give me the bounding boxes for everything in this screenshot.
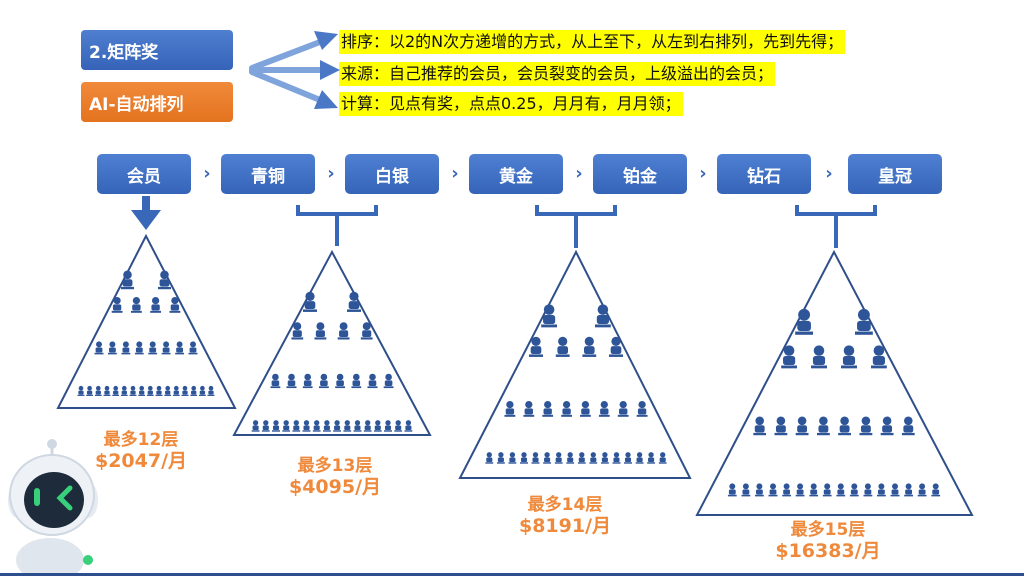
chevron-right-icon: › [451, 163, 459, 184]
arrow-icon [131, 196, 161, 230]
mode-label: AI-自动排列 [89, 94, 184, 115]
chevron-right-icon: › [327, 163, 335, 184]
rule-calculation: 计算：见点有奖，点点0.25，月月有，月月领； [339, 92, 683, 116]
section-title: 2.矩阵奖 [89, 42, 159, 63]
level-silver[interactable]: 白银 [345, 154, 439, 194]
section-title-badge: 2.矩阵奖 [81, 30, 233, 70]
mode-badge: AI-自动排列 [81, 82, 233, 122]
chevron-right-icon: › [699, 163, 707, 184]
arrow-icon [314, 90, 338, 109]
pyramid-2 [232, 249, 432, 436]
level-gold[interactable]: 黄金 [469, 154, 563, 194]
arrow-icon [320, 60, 340, 80]
bracket-connectors [296, 205, 877, 248]
level-crown[interactable]: 皇冠 [848, 154, 942, 194]
stat-bronze-silver: 最多13层 $4095/月 [288, 456, 382, 498]
pyramid-outline [232, 249, 432, 436]
pyramid-outline [56, 233, 237, 409]
rule-sorting: 排序：以2的N次方递增的方式，从上至下，从左到右排列，先到先得； [339, 30, 846, 54]
chevron-right-icon: › [203, 163, 211, 184]
chevron-right-icon: › [825, 163, 833, 184]
pyramid-outline [695, 249, 974, 516]
level-platinum[interactable]: 铂金 [593, 154, 687, 194]
pyramid-1 [56, 233, 237, 409]
arrow-icon [249, 39, 325, 103]
footer-divider [0, 573, 1024, 576]
stat-diamond-crown: 最多15层 $16383/月 [775, 520, 881, 562]
chevron-right-icon: › [575, 163, 583, 184]
robot-mascot-icon [8, 439, 98, 576]
stat-member: 最多12层 $2047/月 [94, 430, 188, 472]
stat-gold-platinum: 最多14层 $8191/月 [518, 495, 612, 537]
arrow-icon [314, 31, 338, 50]
pyramid-outline [458, 249, 692, 479]
level-member[interactable]: 会员 [97, 154, 191, 194]
rule-source: 来源：自己推荐的会员，会员裂变的会员，上级溢出的会员； [339, 62, 776, 86]
level-bronze[interactable]: 青铜 [221, 154, 315, 194]
pyramid-3 [458, 249, 692, 479]
level-diamond[interactable]: 钻石 [717, 154, 811, 194]
pyramid-4 [695, 249, 974, 516]
